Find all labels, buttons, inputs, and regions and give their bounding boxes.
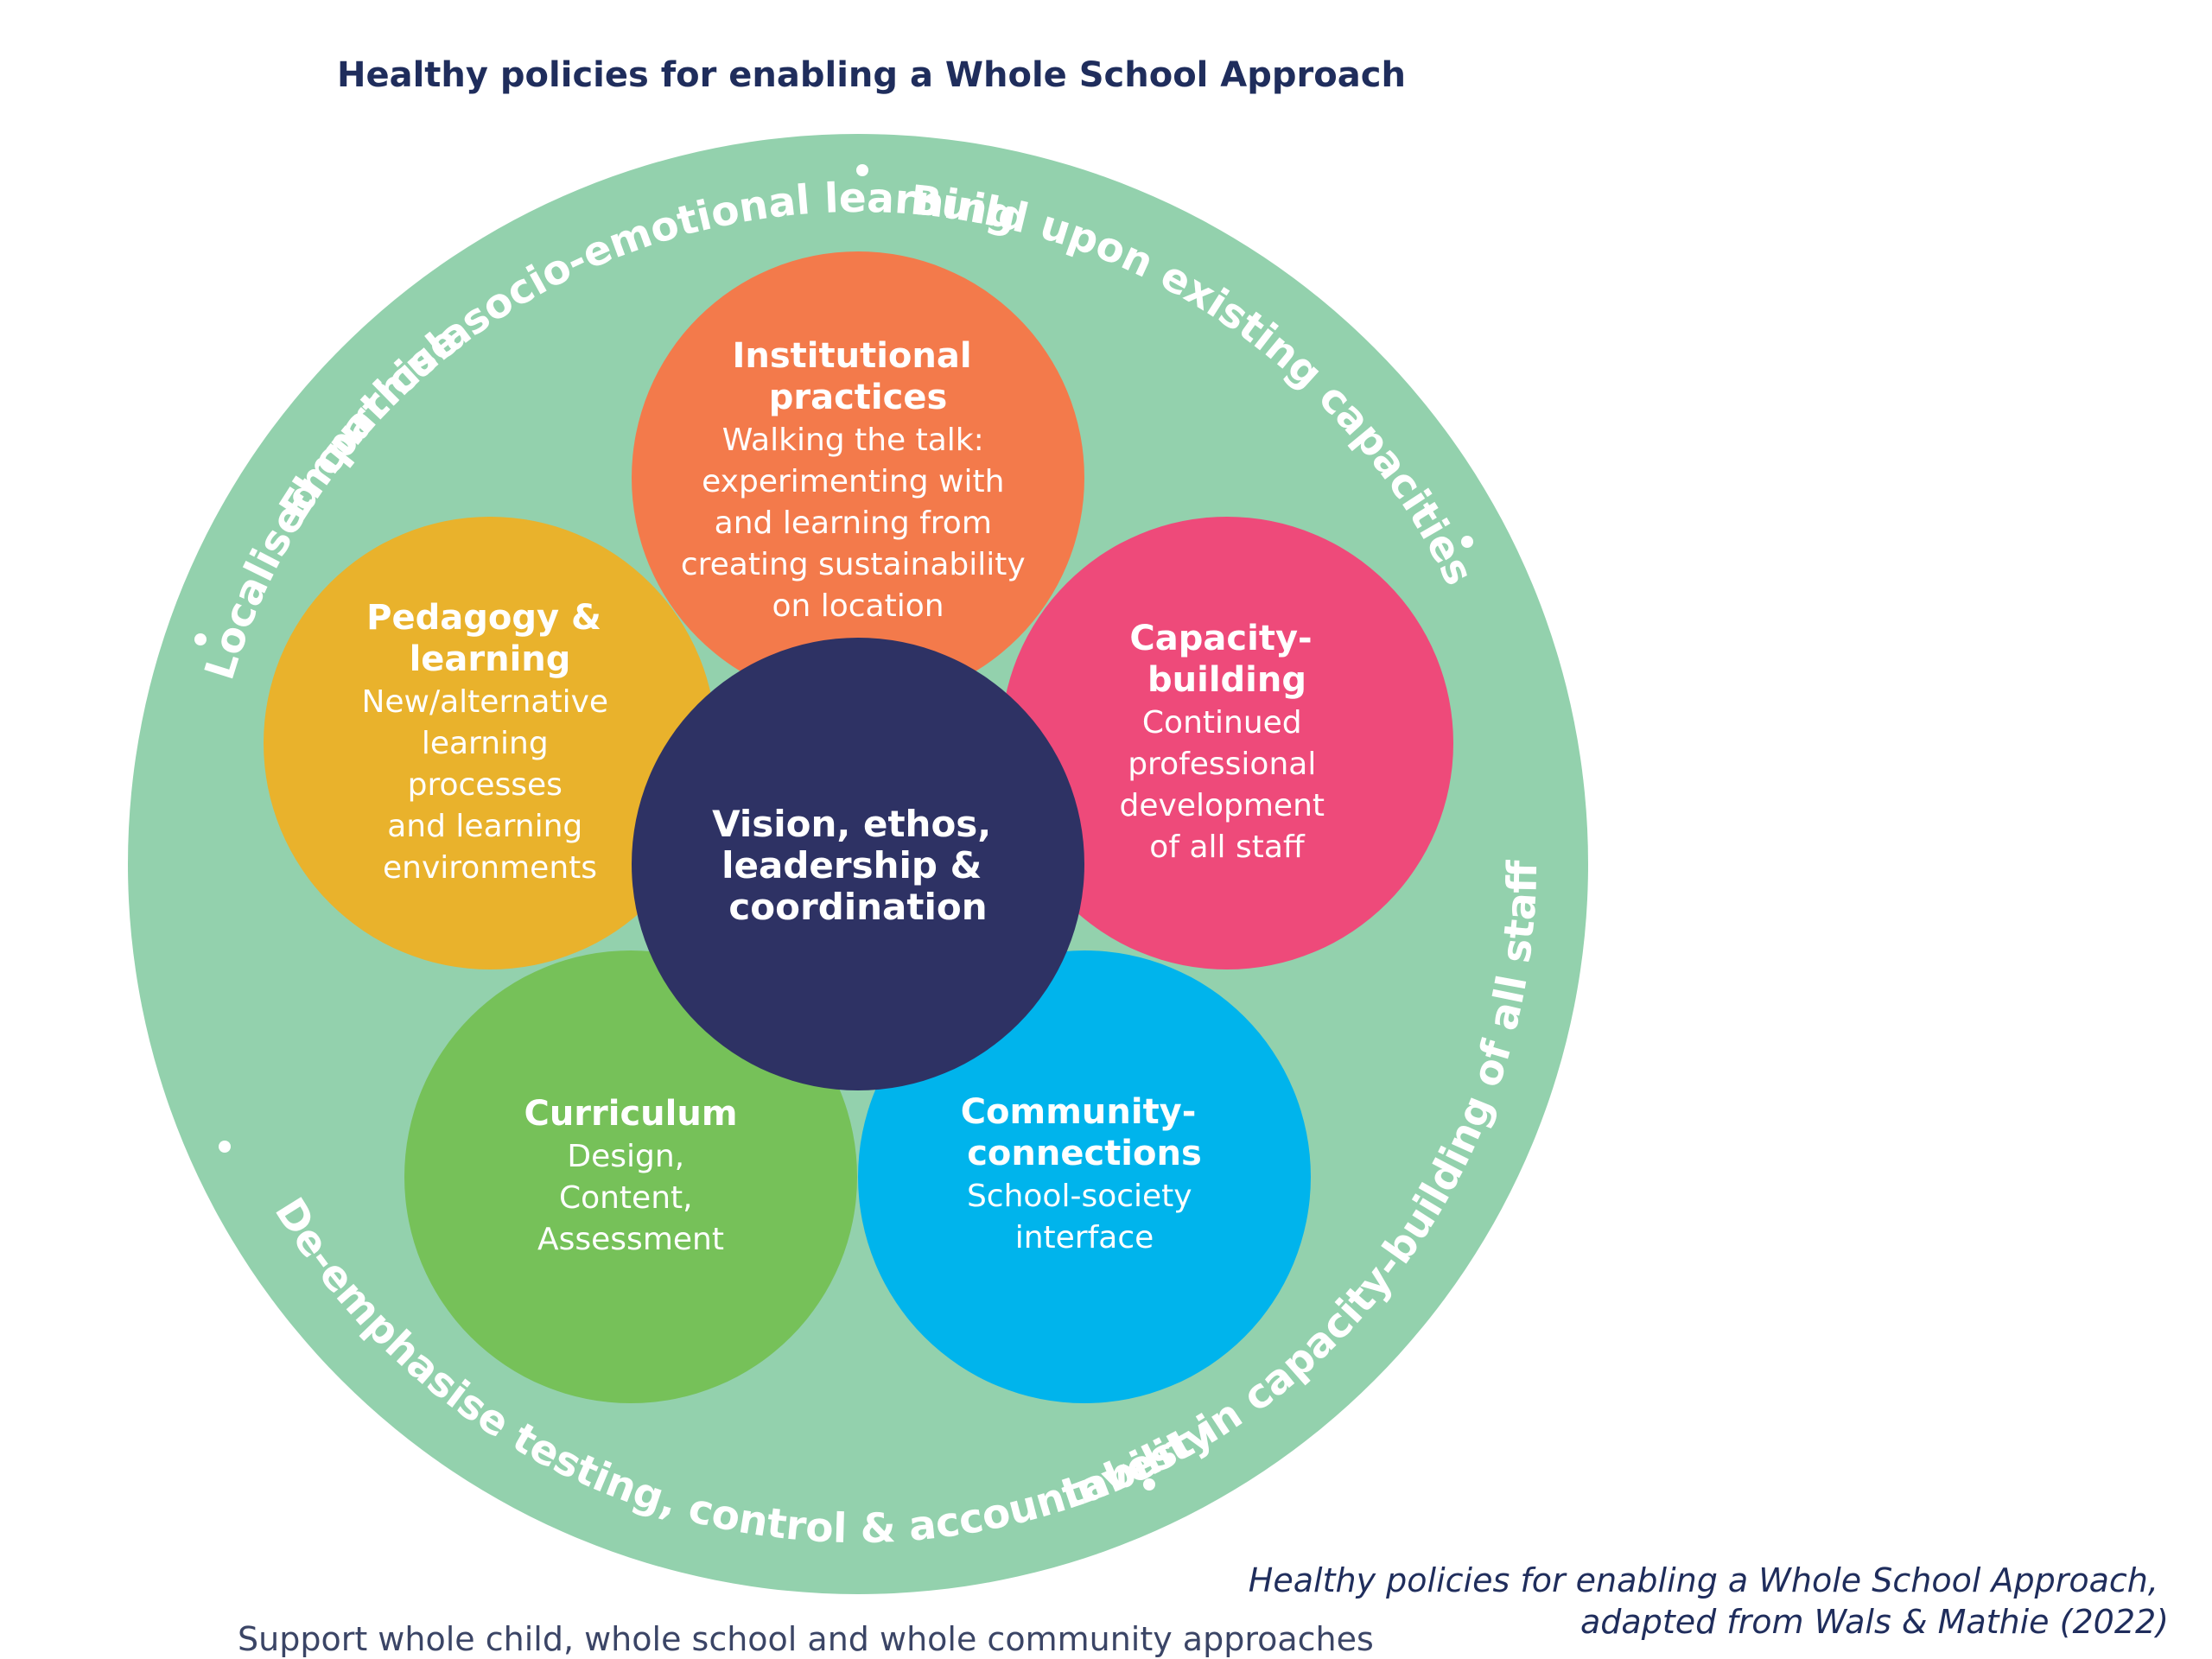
- petal-title: Institutional practices: [732, 336, 983, 417]
- petal-circle: [858, 950, 1311, 1403]
- ring-separator-dot: [856, 164, 868, 176]
- petal-description: New/alternative learning processes and l…: [361, 684, 618, 886]
- ring-separator-dot: [1461, 536, 1473, 548]
- petal-community-connections: Community- connections School-society in…: [858, 950, 1311, 1403]
- petal-circle: [1001, 517, 1453, 969]
- petal-title: Curriculum: [524, 1094, 737, 1134]
- petal-description: Walking the talk: experimenting with and…: [681, 423, 1035, 624]
- petal-circle: [404, 950, 857, 1403]
- petal-description: School-society interface: [967, 1179, 1202, 1255]
- petal-capacity-building: Capacity- building Continued professiona…: [1001, 517, 1453, 969]
- petal-title: Community- connections: [961, 1092, 1209, 1173]
- petal-circle: [632, 251, 1084, 704]
- figure-caption: Healthy policies for enabling a Whole Sc…: [1249, 1561, 2169, 1641]
- ring-separator-dot: [194, 633, 207, 645]
- center-vision-ethos: Vision, ethos, leadership & coordination: [632, 638, 1084, 1090]
- ring-separator-dot: [219, 1141, 231, 1153]
- center-label: Vision, ethos, leadership & coordination: [712, 803, 1004, 928]
- petal-title: Pedagogy & learning: [366, 598, 613, 679]
- petal-description: Continued professional development of al…: [1120, 705, 1335, 865]
- center-circle: [632, 638, 1084, 1090]
- ring-separator-dot: [1143, 1478, 1155, 1491]
- petal-pedagogy-learning: Pedagogy & learning New/alternative lear…: [264, 517, 716, 969]
- petal-circle: [264, 517, 716, 969]
- footer-text: Support whole child, whole school and wh…: [238, 1620, 1374, 1658]
- petal-title: Capacity- building: [1129, 619, 1324, 700]
- petal-description: Design, Content, Assessment: [537, 1139, 724, 1257]
- petal-curriculum: Curriculum Design, Content, Assessment: [404, 950, 857, 1403]
- petal-institutional-practices: Institutional practices Walking the talk…: [632, 251, 1084, 704]
- page-title: Healthy policies for enabling a Whole Sc…: [337, 55, 1406, 95]
